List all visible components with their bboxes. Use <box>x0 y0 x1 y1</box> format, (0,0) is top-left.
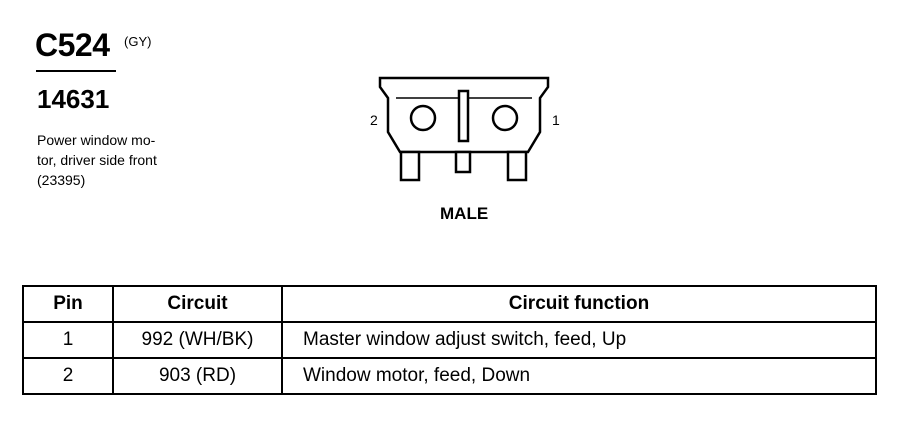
header-circuit: Circuit <box>112 285 283 323</box>
pin-cavity-1 <box>491 104 519 132</box>
cell-pin: 1 <box>22 321 114 359</box>
table-row: 1 992 (WH/BK) Master window adjust switc… <box>22 321 877 359</box>
pin-cavity-2 <box>409 104 437 132</box>
connector-face-diagram: 2 1 <box>370 76 560 182</box>
header-pin: Pin <box>22 285 114 323</box>
connector-description: Power window mo- tor, driver side front … <box>37 132 157 188</box>
part-number: 14631 <box>37 84 110 114</box>
table-header-row: Pin Circuit Circuit function <box>22 285 877 323</box>
table-row: 2 903 (RD) Window motor, feed, Down <box>22 357 877 395</box>
cell-circuit: 903 (RD) <box>112 357 283 395</box>
terminal-center <box>454 150 472 174</box>
cell-pin: 2 <box>22 357 114 395</box>
header-circuit-function: Circuit function <box>281 285 877 323</box>
terminal-left <box>399 150 421 182</box>
connector-color-code: (GY) <box>124 34 152 49</box>
terminal-right <box>506 150 528 182</box>
cell-circuit: 992 (WH/BK) <box>112 321 283 359</box>
connector-id: C524 <box>35 27 110 63</box>
pin-label-2: 2 <box>370 112 378 128</box>
pin-label-1: 1 <box>552 112 560 128</box>
cell-function: Window motor, feed, Down <box>281 357 877 395</box>
title-underline <box>36 70 116 72</box>
pin-circuit-table: Pin Circuit Circuit function 1 992 (WH/B… <box>22 285 877 395</box>
cell-function: Master window adjust switch, feed, Up <box>281 321 877 359</box>
center-key-slot <box>457 89 470 143</box>
view-label-male: MALE <box>440 204 489 223</box>
